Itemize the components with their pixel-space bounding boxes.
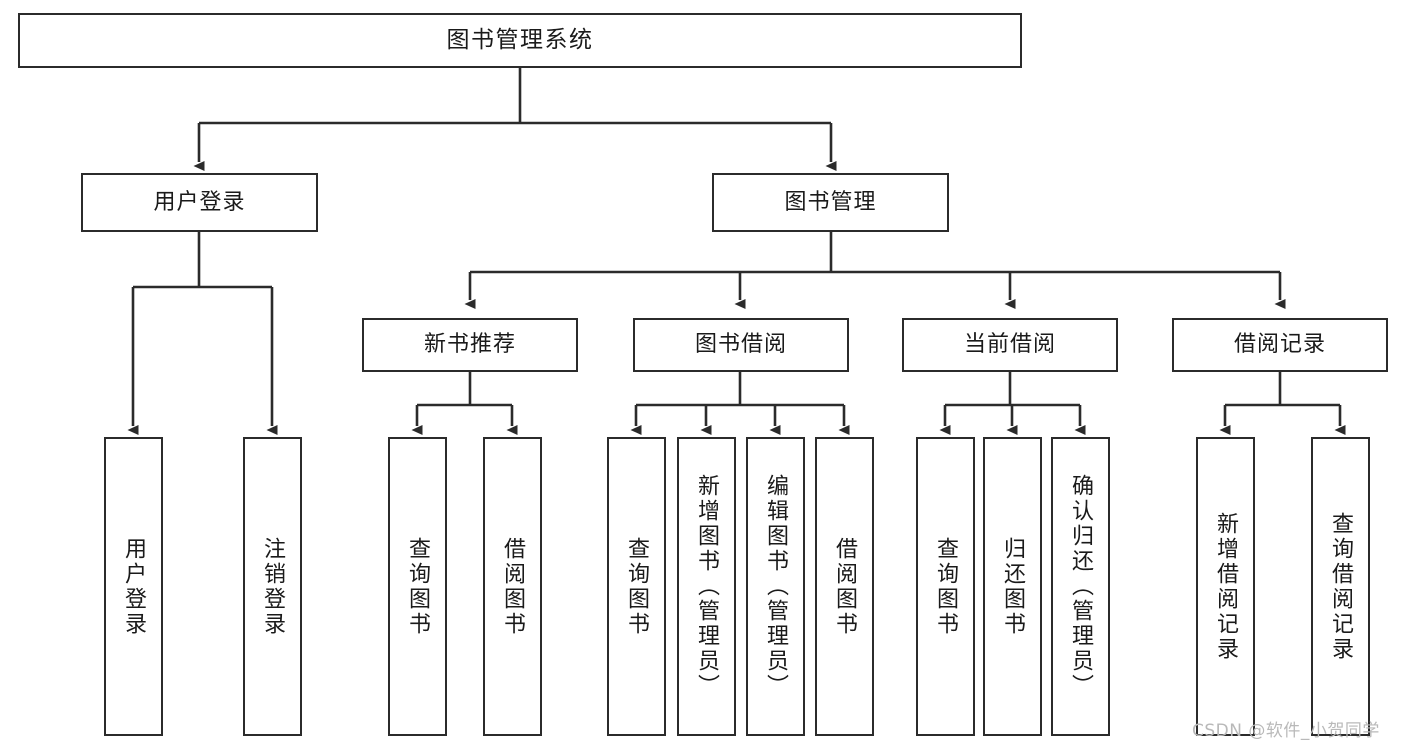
node-label: 借阅记录 bbox=[1233, 332, 1326, 358]
node-leaf-confirm-return[interactable]: 确认归还（管理员） bbox=[1051, 437, 1110, 736]
node-leaf-query-record[interactable]: 查询借阅记录 bbox=[1311, 437, 1370, 736]
node-user-login[interactable]: 用户登录 bbox=[81, 173, 318, 232]
node-label: 查询借阅记录 bbox=[1328, 511, 1354, 662]
node-leaf-edit-book[interactable]: 编辑图书（管理员） bbox=[746, 437, 805, 736]
node-label: 查询图书 bbox=[933, 536, 959, 637]
node-book-borrow[interactable]: 图书借阅 bbox=[633, 318, 849, 372]
node-leaf-borrow-book-2[interactable]: 借阅图书 bbox=[815, 437, 874, 736]
node-borrow-record[interactable]: 借阅记录 bbox=[1172, 318, 1388, 372]
node-leaf-logout-login[interactable]: 注销登录 bbox=[243, 437, 302, 736]
node-label: 新增借阅记录 bbox=[1213, 511, 1239, 662]
node-leaf-borrow-book-1[interactable]: 借阅图书 bbox=[483, 437, 542, 736]
node-label: 当前借阅 bbox=[963, 332, 1056, 358]
csdn-watermark: CSDN @软件_小贺同学 bbox=[1192, 721, 1380, 741]
node-label: 图书管理 bbox=[784, 189, 877, 215]
node-leaf-add-record[interactable]: 新增借阅记录 bbox=[1196, 437, 1255, 736]
node-label: 归还图书 bbox=[1000, 536, 1026, 637]
node-label: 图书管理系统 bbox=[446, 26, 594, 53]
node-label: 注销登录 bbox=[260, 536, 286, 637]
node-label: 借阅图书 bbox=[832, 536, 858, 637]
node-leaf-user-login[interactable]: 用户登录 bbox=[104, 437, 163, 736]
node-leaf-query-book-3[interactable]: 查询图书 bbox=[916, 437, 975, 736]
node-label: 借阅图书 bbox=[500, 536, 526, 637]
node-new-book-recommend[interactable]: 新书推荐 bbox=[362, 318, 578, 372]
node-book-management[interactable]: 图书管理 bbox=[712, 173, 949, 232]
node-label: 图书借阅 bbox=[694, 332, 787, 358]
node-leaf-add-book[interactable]: 新增图书（管理员） bbox=[677, 437, 736, 736]
node-root-book-management-system[interactable]: 图书管理系统 bbox=[18, 13, 1022, 68]
node-label: 查询图书 bbox=[405, 536, 431, 637]
node-label: 确认归还（管理员） bbox=[1068, 474, 1094, 699]
node-label: 新书推荐 bbox=[423, 332, 516, 358]
node-leaf-query-book-1[interactable]: 查询图书 bbox=[388, 437, 447, 736]
node-leaf-query-book-2[interactable]: 查询图书 bbox=[607, 437, 666, 736]
node-label: 查询图书 bbox=[624, 536, 650, 637]
node-label: 用户登录 bbox=[121, 536, 147, 637]
node-label: 编辑图书（管理员） bbox=[763, 474, 789, 699]
node-label: 新增图书（管理员） bbox=[694, 474, 720, 699]
node-label: 用户登录 bbox=[153, 189, 246, 215]
node-current-borrow[interactable]: 当前借阅 bbox=[902, 318, 1118, 372]
node-leaf-return-book[interactable]: 归还图书 bbox=[983, 437, 1042, 736]
